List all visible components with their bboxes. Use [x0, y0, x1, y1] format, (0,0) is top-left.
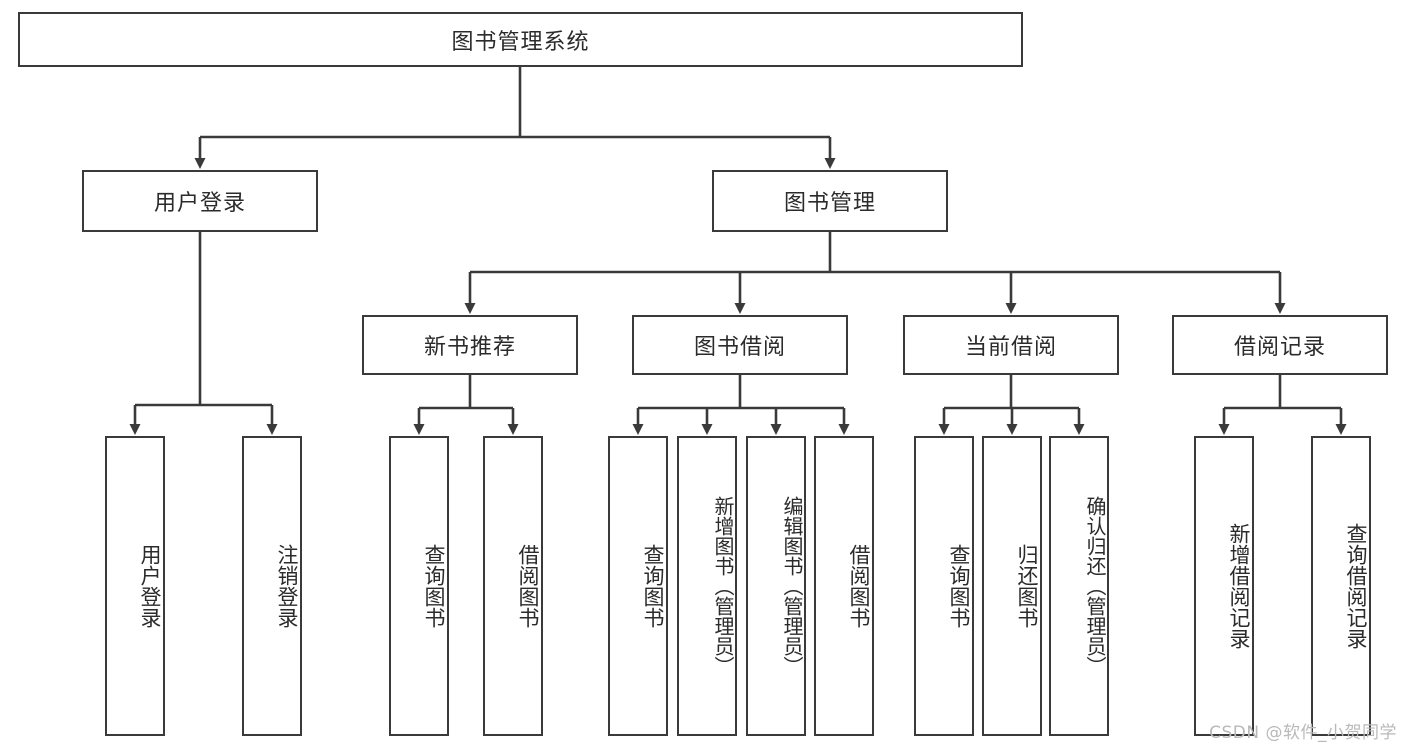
node-label: 查询图书: [641, 544, 665, 628]
node-leaf-logout[interactable]: 注销登录: [242, 436, 302, 736]
node-label: 新增借阅记录: [1227, 523, 1251, 649]
node-leaf-query-record[interactable]: 查询借阅记录: [1311, 436, 1371, 736]
node-label: 查询图书: [947, 544, 971, 628]
node-leaf-query-book-3[interactable]: 查询图书: [914, 436, 974, 736]
node-label: 新书推荐: [423, 335, 516, 360]
node-label: 当前借阅: [964, 335, 1057, 360]
node-label: 归还图书: [1015, 544, 1039, 628]
node-label: 借阅图书: [847, 544, 871, 628]
node-label: 借阅图书: [516, 544, 540, 628]
node-root[interactable]: 图书管理系统: [18, 12, 1023, 67]
node-label: 新增图书（管理员）: [711, 496, 735, 676]
node-leaf-add-book[interactable]: 新增图书（管理员）: [677, 436, 737, 736]
node-leaf-return-book[interactable]: 归还图书: [982, 436, 1042, 736]
node-new-book-recommend[interactable]: 新书推荐: [362, 315, 578, 375]
node-borrow-record[interactable]: 借阅记录: [1172, 315, 1388, 375]
node-user-login[interactable]: 用户登录: [82, 170, 318, 232]
node-label: 确认归还（管理员）: [1083, 496, 1107, 676]
node-label: 图书管理系统: [451, 29, 590, 55]
node-label: 图书借阅: [693, 335, 786, 360]
node-book-manage[interactable]: 图书管理: [712, 170, 948, 232]
node-leaf-edit-book[interactable]: 编辑图书（管理员）: [746, 436, 806, 736]
node-leaf-borrow-book-1[interactable]: 借阅图书: [483, 436, 543, 736]
node-label: 查询图书: [422, 544, 446, 628]
node-leaf-add-record[interactable]: 新增借阅记录: [1194, 436, 1254, 736]
node-label: 编辑图书（管理员）: [780, 496, 804, 676]
node-label: 注销登录: [275, 544, 299, 628]
node-label: 图书管理: [783, 191, 876, 216]
node-current-borrow[interactable]: 当前借阅: [903, 315, 1119, 375]
node-leaf-confirm-return[interactable]: 确认归还（管理员）: [1049, 436, 1109, 736]
node-label: 用户登录: [153, 191, 246, 216]
node-label: 借阅记录: [1233, 335, 1326, 360]
node-leaf-user-login[interactable]: 用户登录: [105, 436, 165, 736]
node-label: 用户登录: [138, 544, 162, 628]
node-book-borrow[interactable]: 图书借阅: [632, 315, 848, 375]
node-leaf-query-book-2[interactable]: 查询图书: [608, 436, 668, 736]
node-label: 查询借阅记录: [1344, 523, 1368, 649]
node-leaf-borrow-book-2[interactable]: 借阅图书: [814, 436, 874, 736]
node-leaf-query-book-1[interactable]: 查询图书: [389, 436, 449, 736]
